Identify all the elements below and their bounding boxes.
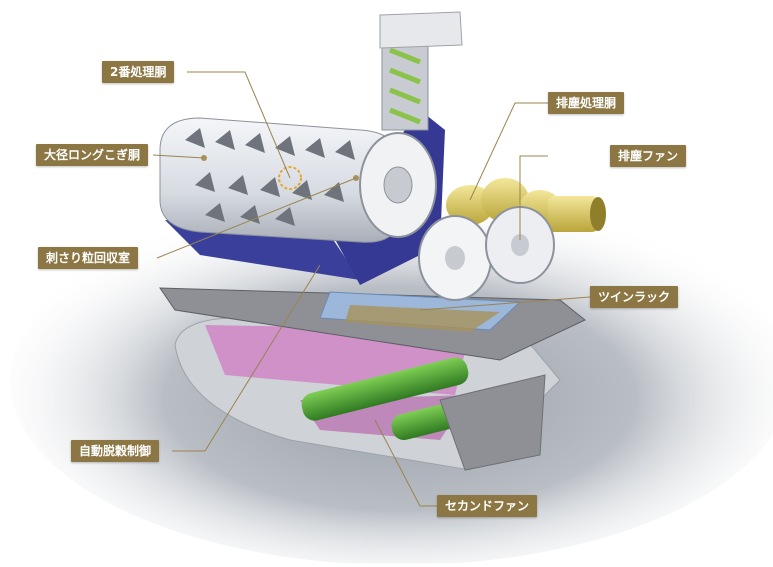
- leader-large-long-drum: [152, 154, 205, 159]
- leader-dust-fan: [519, 155, 548, 240]
- threshing-drum: [159, 117, 401, 243]
- leader-lines: [152, 71, 591, 507]
- side-panel: [439, 374, 546, 471]
- leader-second-processing-drum: [187, 71, 291, 179]
- leader-awn-grain-chamber: [156, 177, 357, 259]
- twin-rack-gold: [345, 305, 500, 332]
- vertical-auger: [379, 11, 463, 131]
- callout-dust-fan: 排塵ファン: [610, 145, 687, 167]
- leader-auto-threshing: [172, 264, 321, 452]
- callout-large-long-threshing-drum: 大径ロングこぎ胴: [36, 144, 149, 166]
- callout-second-fan: セカンドファン: [437, 495, 538, 517]
- callout-awn-grain-recovery-chamber: 刺さり粒回収室: [38, 247, 139, 269]
- callout-twin-rack: ツインラック: [590, 286, 679, 308]
- dust-fans: [418, 206, 555, 301]
- drum-end-disc: [359, 132, 437, 238]
- leader-second-fan: [374, 419, 437, 507]
- leader-twin-rack: [419, 296, 591, 311]
- callout-second-processing-drum: 2番処理胴: [102, 61, 175, 83]
- leader-dust-drum: [469, 102, 548, 201]
- callout-dust-processing-drum: 排塵処理胴: [548, 92, 625, 114]
- callout-auto-threshing-control: 自動脱穀制御: [71, 440, 160, 462]
